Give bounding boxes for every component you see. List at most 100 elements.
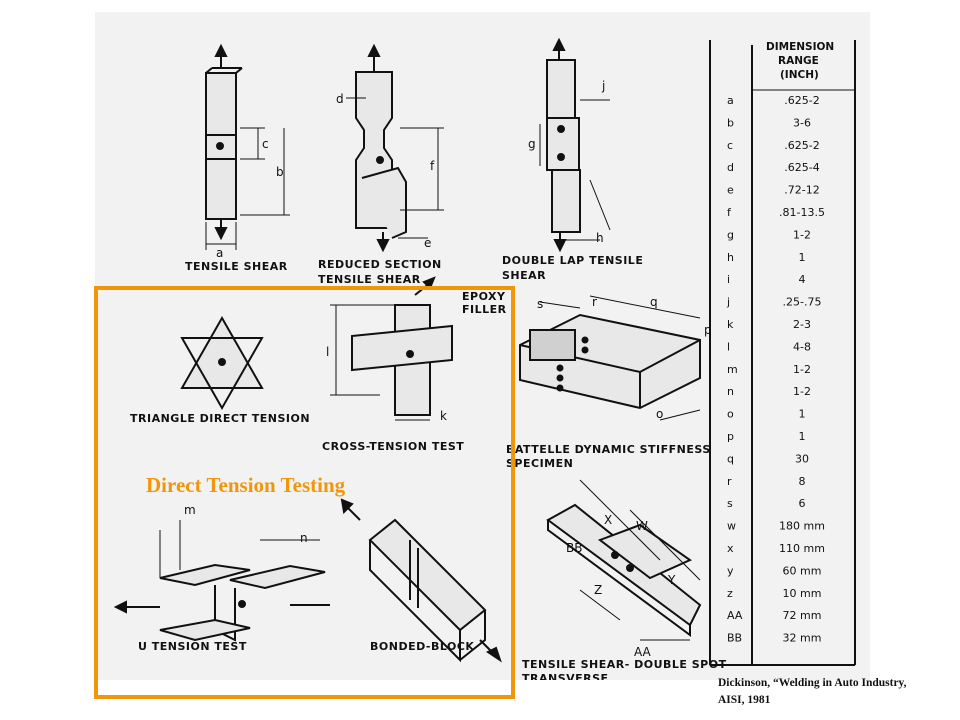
dim-label-a: a xyxy=(216,246,223,260)
caption-reduced-section-1: REDUCED SECTION xyxy=(318,258,442,271)
double-spot-specimen xyxy=(546,479,702,641)
dim-label-f: f xyxy=(430,159,435,173)
table-value-l: 4-8 xyxy=(793,340,811,353)
caption-battelle-1: BATTELLE DYNAMIC STIFFNESS xyxy=(506,443,711,456)
dim-label-p: p xyxy=(704,323,712,337)
table-value-r: 8 xyxy=(799,475,806,488)
table-value-f: .81-13.5 xyxy=(779,206,825,219)
dim-label-z: Z xyxy=(594,583,602,597)
table-key-r: r xyxy=(727,475,732,488)
dim-label-s: s xyxy=(537,297,543,311)
caption-cross-tension: CROSS-TENSION TEST xyxy=(322,440,464,453)
dim-label-h: h xyxy=(596,231,604,245)
table-value-q: 30 xyxy=(795,452,809,465)
triangle-specimen xyxy=(180,315,264,411)
citation: Dickinson, “Welding in Auto Industry, AI… xyxy=(718,675,907,709)
citation-line-2: AISI, 1981 xyxy=(718,694,771,706)
reduced-section-specimen xyxy=(346,43,444,253)
dim-label-c: c xyxy=(262,137,269,151)
table-key-j: j xyxy=(726,296,730,309)
table-value-c: .625-2 xyxy=(784,139,819,152)
table-key-b: b xyxy=(727,116,734,129)
cross-tension-specimen xyxy=(330,276,453,421)
table-value-bb: 32 mm xyxy=(783,632,822,645)
bonded-block-specimen xyxy=(340,498,502,663)
table-key-z: z xyxy=(727,587,733,600)
table-value-b: 3-6 xyxy=(793,116,811,129)
table-key-d: d xyxy=(727,161,734,174)
table-key-e: e xyxy=(727,184,734,197)
caption-battelle-2: SPECIMEN xyxy=(506,457,573,470)
table-key-q: q xyxy=(727,452,734,465)
table-value-p: 1 xyxy=(799,430,806,443)
table-key-n: n xyxy=(727,385,734,398)
caption-bonded-block: BONDED-BLOCK xyxy=(370,640,474,653)
dim-label-aa: AA xyxy=(634,645,652,659)
table-header-line2: RANGE xyxy=(778,55,819,67)
table-key-g: g xyxy=(727,228,734,241)
dim-label-q: q xyxy=(650,295,658,309)
caption-double-spot-2: TRANSVERSE xyxy=(522,672,609,680)
table-key-bb: BB xyxy=(727,632,742,645)
table-key-y: y xyxy=(727,564,734,577)
table-key-c: c xyxy=(727,139,733,152)
double-lap-specimen xyxy=(539,37,611,253)
dim-label-j: j xyxy=(601,79,605,93)
dim-label-e: e xyxy=(424,236,431,250)
table-header-line3: (INCH) xyxy=(780,69,819,81)
table-value-w: 180 mm xyxy=(779,520,825,533)
table-key-aa: AA xyxy=(727,609,743,622)
specimen-figure: TENSILE SHEAR REDUCED SECTION TENSILE SH… xyxy=(95,12,870,680)
table-value-j: .25-.75 xyxy=(783,296,822,309)
table-value-s: 6 xyxy=(799,497,806,510)
caption-double-lap-2: SHEAR xyxy=(502,269,546,282)
dim-label-b: b xyxy=(276,165,284,179)
tensile-shear-specimen xyxy=(205,43,290,250)
citation-line-1: Dickinson, “Welding in Auto Industry, xyxy=(718,677,907,689)
table-value-d: .625-4 xyxy=(784,161,819,174)
battelle-specimen xyxy=(519,295,701,421)
table-value-h: 1 xyxy=(799,251,806,264)
caption-double-lap-1: DOUBLE LAP TENSILE xyxy=(502,254,643,267)
table-key-l: l xyxy=(727,340,730,353)
table-key-k: k xyxy=(727,318,734,331)
dim-label-g: g xyxy=(528,137,536,151)
table-value-g: 1-2 xyxy=(793,228,811,241)
dim-label-r: r xyxy=(592,295,597,309)
caption-tensile-shear: TENSILE SHEAR xyxy=(185,260,288,273)
table-value-aa: 72 mm xyxy=(783,609,822,622)
table-value-x: 110 mm xyxy=(779,542,825,555)
table-value-k: 2-3 xyxy=(793,318,811,331)
dim-label-k: k xyxy=(440,409,447,423)
table-key-i: i xyxy=(727,273,730,286)
label-epoxy-1: EPOXY xyxy=(462,290,506,303)
dim-label-m: m xyxy=(184,503,196,517)
direct-tension-label: Direct Tension Testing xyxy=(146,473,346,497)
dim-label-bb: BB xyxy=(566,541,582,555)
dim-label-o: o xyxy=(656,407,663,421)
table-key-o: o xyxy=(727,408,734,421)
table-key-m: m xyxy=(727,363,738,376)
table-value-m: 1-2 xyxy=(793,363,811,376)
table-key-h: h xyxy=(727,251,734,264)
caption-reduced-section-2: TENSILE SHEAR xyxy=(318,273,421,286)
dim-label-w: W xyxy=(636,519,648,533)
dim-label-n: n xyxy=(300,531,308,545)
table-key-s: s xyxy=(727,497,733,510)
caption-double-spot-1: TENSILE SHEAR- DOUBLE SPOT xyxy=(522,658,727,671)
dimension-table-frame xyxy=(709,40,856,666)
table-value-i: 4 xyxy=(799,273,806,286)
table-key-a: a xyxy=(727,94,734,107)
table-key-w: w xyxy=(727,520,736,533)
caption-u-tension: U TENSION TEST xyxy=(138,640,247,653)
label-epoxy-2: FILLER xyxy=(462,303,507,316)
dim-label-l: l xyxy=(326,345,329,359)
dim-label-y: Y xyxy=(667,573,676,587)
dim-label-d: d xyxy=(336,92,344,106)
table-value-y: 60 mm xyxy=(783,564,822,577)
table-key-f: f xyxy=(727,206,732,219)
table-key-p: p xyxy=(727,430,734,443)
u-tension-specimen xyxy=(113,520,330,642)
table-value-n: 1-2 xyxy=(793,385,811,398)
